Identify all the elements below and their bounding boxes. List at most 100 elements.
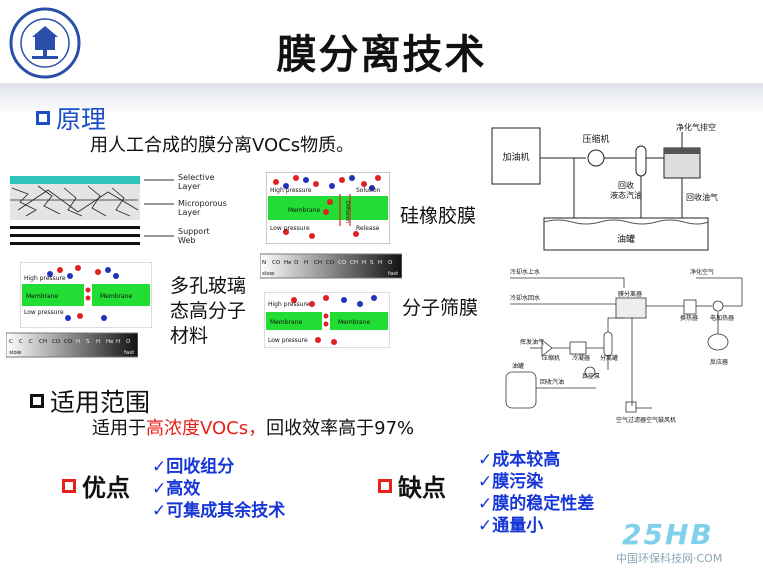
svg-text:S: S xyxy=(370,260,374,266)
reactor-label: 反应器 xyxy=(710,358,728,366)
molecular-sieve-membrane-diagram: High pressure Membrane Membrane Low pres… xyxy=(264,292,390,348)
svg-text:He: He xyxy=(106,339,114,345)
recover-label-2: 液态汽油 xyxy=(610,190,642,200)
layer-label-web: Web xyxy=(178,236,195,245)
svg-text:H: H xyxy=(96,339,100,345)
clean-air-label: 净化空气 xyxy=(690,268,714,276)
silicone-release-label: Release xyxy=(356,225,380,232)
svg-text:CO: CO xyxy=(64,339,73,345)
layer-label-layer-1: Layer xyxy=(178,182,201,191)
silicone-diffusion-label: Diffusion xyxy=(344,201,350,223)
oil-tank-label-bottom: 油罐 xyxy=(512,362,524,370)
cold-water-in-label: 冷却水上水 xyxy=(510,268,540,276)
layer-label-support: Support xyxy=(178,227,210,236)
square-bullet-icon xyxy=(62,478,76,493)
silicone-low-pressure: Low pressure xyxy=(270,225,310,232)
university-logo xyxy=(9,7,81,79)
recovery-process-diagram-bottom: 冷却水上水 冷却水回水 膜分离器 净化空气 挥发油气 压缩机 冷凝器 分离罐 换… xyxy=(496,262,758,434)
svg-text:N: N xyxy=(262,260,266,266)
svg-text:He: He xyxy=(284,260,292,266)
watermark-brand: 25HB xyxy=(622,518,714,551)
recover-gas-label: 回收油气 xyxy=(686,192,718,202)
list-item: ✓高效 xyxy=(152,479,201,499)
watermark-site: 中国环保科技网·COM xyxy=(616,552,723,565)
porous-high-pressure: High pressure xyxy=(24,275,66,282)
svg-text:C: C xyxy=(9,339,13,345)
refuel-machine-label: 加油机 xyxy=(502,151,529,163)
advantages-label: 优点 xyxy=(82,474,130,502)
scope-heading-row: 适用范围 xyxy=(30,383,150,419)
svg-text:CH: CH xyxy=(350,260,358,266)
cold-water-out-label: 冷却水回水 xyxy=(510,294,540,302)
disadvantages-list: ✓成本较高 ✓膜污染 ✓膜的稳定性差 ✓通量小 xyxy=(478,449,594,537)
svg-text:H: H xyxy=(76,339,80,345)
disadvantages-label-row: 缺点 xyxy=(378,468,446,503)
gas-permeation-scale-top: N CO He O H CH CO CO CH H S H O slow fas… xyxy=(260,253,402,279)
compressor-label-bottom: 压缩机 xyxy=(542,354,560,362)
svg-text:CO: CO xyxy=(52,339,61,345)
silicone-solution-label: Solution xyxy=(356,187,381,194)
silicone-label: 硅橡胶膜 xyxy=(400,205,477,227)
porous-glass-membrane-diagram: High pressure Membrane Membrane Low pres… xyxy=(20,262,152,328)
membrane-layers-figure: Selective Layer Microporous Layer Suppor… xyxy=(10,173,227,245)
porous-membrane-left: Membrane xyxy=(26,293,58,300)
square-bullet-icon xyxy=(30,394,44,408)
list-item: ✓可集成其余技术 xyxy=(152,501,286,521)
list-item: ✓膜污染 xyxy=(478,472,544,492)
silicone-membrane-diagram: High pressure Membrane Low pressure Solu… xyxy=(266,172,390,244)
header-band xyxy=(0,83,763,115)
scope-prefix: 适用于 xyxy=(92,418,146,439)
svg-text:H: H xyxy=(304,260,308,266)
square-bullet-icon xyxy=(36,111,50,125)
silicone-membrane-label: Membrane xyxy=(288,207,320,214)
svg-text:CO: CO xyxy=(272,260,281,266)
porous-glass-label-line-1: 多孔玻璃 xyxy=(170,275,247,297)
recovery-process-diagram-top: 加油机 压缩机 净化气排空 回收 液态汽油 回收油气 油罐 xyxy=(488,118,756,254)
svg-text:H: H xyxy=(378,260,382,266)
principle-text: 用人工合成的膜分离VOCs物质。 xyxy=(90,135,355,156)
scale-top-slow: slow xyxy=(262,271,275,277)
scale-bottom-fast: fast xyxy=(124,350,135,356)
filter-label: 空气过滤器 xyxy=(616,416,646,424)
clean-gas-exhaust-label: 净化气排空 xyxy=(676,122,716,132)
heat-exchanger-label: 换热器 xyxy=(680,314,698,322)
oil-tank-label-top: 油罐 xyxy=(617,233,635,245)
disadvantages-label: 缺点 xyxy=(398,474,446,502)
square-bullet-icon xyxy=(378,478,392,493)
recover-label-1: 回收 xyxy=(618,180,634,190)
membrane-unit-label: 膜分离器 xyxy=(618,290,642,298)
sieve-membrane-right: Membrane xyxy=(338,319,370,326)
compressor-label-top: 压缩机 xyxy=(582,133,609,145)
principle-heading-row: 原理 xyxy=(36,100,106,136)
svg-text:CH: CH xyxy=(39,339,47,345)
list-item: ✓成本较高 xyxy=(478,450,561,470)
porous-glass-label: 多孔玻璃 态高分子 材料 xyxy=(170,274,246,349)
porous-glass-label-line-2: 态高分子 xyxy=(170,300,247,322)
principle-heading: 原理 xyxy=(56,105,107,134)
sieve-membrane-left: Membrane xyxy=(270,319,302,326)
sieve-label: 分子筛膜 xyxy=(402,297,479,319)
svg-text:O: O xyxy=(294,260,299,266)
scale-top-fast: fast xyxy=(388,271,399,277)
svg-text:H: H xyxy=(362,260,366,266)
gas-permeation-scale-bottom: C C C CH CO CO H S H He H O slow fast xyxy=(6,332,138,358)
svg-text:CH: CH xyxy=(314,260,322,266)
sieve-low-pressure: Low pressure xyxy=(268,337,308,344)
layer-label-selective: Selective xyxy=(178,173,215,182)
separator-label: 分离罐 xyxy=(600,354,618,362)
scale-bottom-slow: slow xyxy=(9,350,22,356)
scope-text: 适用于高浓度VOCs，回收效率高于97% xyxy=(92,414,414,440)
vacuum-pump-label: 真空泵 xyxy=(582,372,600,380)
advantages-list: ✓回收组分 ✓高效 ✓可集成其余技术 xyxy=(152,456,285,522)
porous-membrane-right: Membrane xyxy=(100,293,132,300)
advantages-label-row: 优点 xyxy=(62,468,130,503)
svg-text:H: H xyxy=(116,339,120,345)
scope-heading: 适用范围 xyxy=(50,388,151,417)
svg-text:O: O xyxy=(388,260,393,266)
svg-text:S: S xyxy=(86,339,90,345)
layer-label-layer-2: Layer xyxy=(178,208,201,217)
svg-text:C: C xyxy=(29,339,33,345)
slide-title: 膜分离技术 xyxy=(276,32,487,78)
recover-line-label: 回收汽油 xyxy=(540,378,564,386)
vapor-in-label: 挥发油气 xyxy=(520,338,544,346)
